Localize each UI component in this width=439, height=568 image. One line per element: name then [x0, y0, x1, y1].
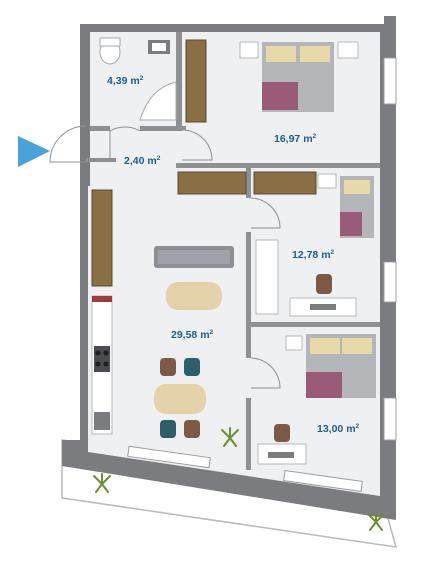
desk-third [257, 424, 307, 465]
bed-main [239, 41, 359, 112]
room-label-bedroom-third: 13,00 m2 [317, 423, 360, 435]
room-label-bedroom-main: 16,97 m2 [274, 133, 317, 145]
interior-walls [86, 32, 380, 470]
dining-set [154, 358, 206, 438]
plant-icon [93, 473, 111, 493]
bed-small [317, 173, 374, 238]
room-label-living-kitchen: 29,58 m2 [171, 329, 214, 341]
sofa [154, 246, 234, 268]
windows [127, 57, 397, 492]
desk-small [255, 239, 357, 317]
room-label-bathroom: 4,39 m2 [107, 75, 144, 87]
coffee-table [166, 282, 222, 310]
plant-icon [221, 427, 239, 447]
bed-third [285, 334, 376, 398]
door-swing-icon [49, 125, 281, 389]
wardrobes [91, 39, 317, 287]
room-label-bedroom-small: 12,78 m2 [292, 249, 335, 261]
plant-icon [367, 511, 385, 531]
entrance-arrow-icon [18, 136, 50, 167]
kitchen-counter [91, 295, 113, 435]
bathroom-fixtures [99, 37, 177, 121]
room-label-hall: 2,40 m2 [124, 155, 161, 167]
